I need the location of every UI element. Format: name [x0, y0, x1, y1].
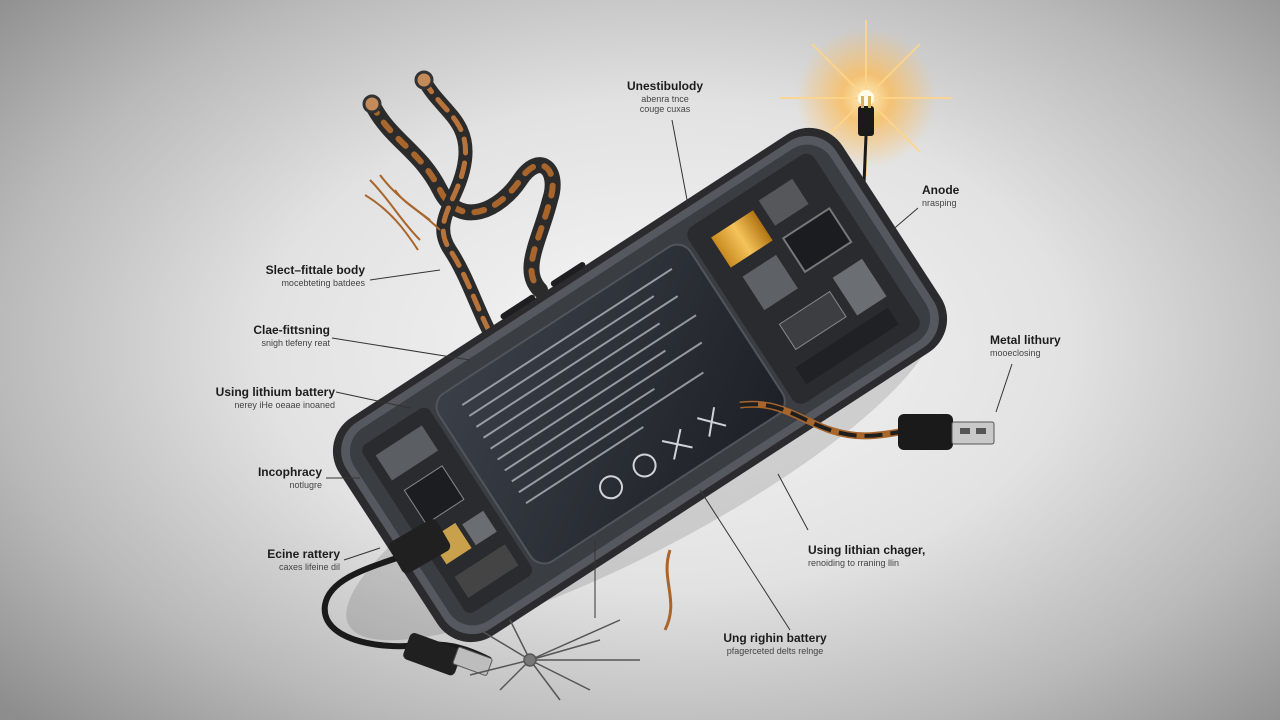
lithium-battery — [435, 243, 786, 565]
label-sub: notlugre — [289, 479, 322, 490]
label-sub: abenra tnce — [641, 93, 689, 104]
label-title: Clae-fittsning — [253, 323, 330, 337]
callout-lines — [326, 119, 1013, 631]
label-title: Using lithian chager, — [808, 543, 926, 557]
label-bottom: Ung righin battery pfagerceted delts rel… — [700, 631, 850, 656]
label-sub: nerey iHe oeaae inoaned — [234, 399, 335, 410]
label-short-body: Slect–fittale body mocebteting batdees — [220, 263, 365, 288]
phone-body — [332, 127, 948, 643]
label-top-center: Unestibulody abenra tnce couge cuxas — [610, 79, 720, 115]
label-using-charger: Using lithian chager, renoiding to rrani… — [808, 543, 926, 568]
label-sub: mooeclosing — [990, 347, 1041, 358]
label-title: Ung righin battery — [723, 631, 827, 645]
label-ecine: Ecine rattery caxes lifeine dil — [236, 547, 340, 572]
twisted-cable — [362, 70, 561, 357]
label-sub: nrasping — [922, 197, 957, 208]
label-using-lithium: Using lithium battery nerey iHe oeaae in… — [190, 385, 335, 410]
usb-cable — [739, 400, 995, 450]
label-sub: pfagerceted delts relnge — [726, 645, 824, 656]
label-title: Anode — [922, 183, 960, 197]
label-sub: caxes lifeine dil — [278, 561, 340, 572]
wire-burst — [469, 619, 640, 701]
frayed-wire — [364, 174, 441, 251]
usb-cable-bottom — [321, 519, 493, 676]
label-sub: snigh tlefeny reat — [261, 337, 330, 348]
label-clae: Clae-fittsning snigh tlefeny reat — [220, 323, 330, 348]
label-title: Metal lithury — [990, 333, 1061, 347]
label-title: Incophracy — [257, 465, 322, 479]
circuit-board-bottom — [362, 407, 533, 613]
label-title: Unestibulody — [626, 79, 703, 93]
label-anode: Anode nrasping — [922, 183, 960, 208]
label-title: Ecine rattery — [267, 547, 340, 561]
label-sub: mocebteting batdees — [281, 277, 365, 288]
label-incophracy: Incophracy notlugre — [220, 465, 322, 490]
label-sub: renoiding to rraning llin — [808, 557, 900, 568]
label-sub: couge cuxas — [639, 104, 691, 115]
loose-copper-wire — [663, 549, 673, 631]
label-title: Using lithium battery — [215, 385, 335, 399]
label-title: Slect–fittale body — [265, 263, 365, 277]
label-metal: Metal lithury mooeclosing — [990, 333, 1061, 358]
circuit-board-top — [687, 153, 920, 404]
spark-icon — [780, 20, 952, 176]
